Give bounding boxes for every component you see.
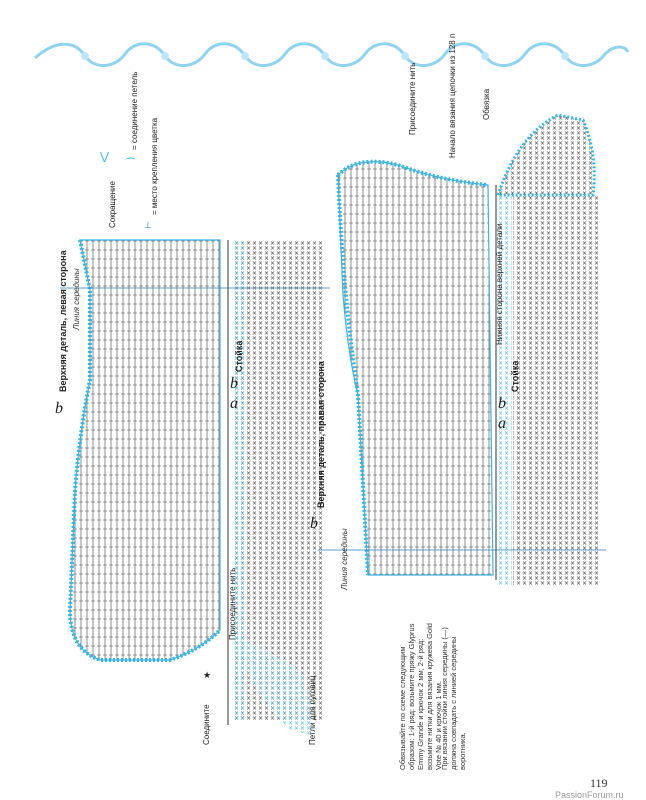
note-2: При вязании стойки линия середины (—) до… <box>440 627 467 770</box>
left-crochet-chart: × × <box>60 239 330 735</box>
left-letter-b: b <box>55 400 63 417</box>
loops-for-buttons: Петли для пуговиц <box>308 675 317 746</box>
right-upper-part-body <box>337 161 494 576</box>
right-crochet-chart: × × <box>318 113 606 585</box>
page-number: 119 <box>590 776 608 790</box>
decorative-border <box>33 42 630 67</box>
left-center-line-label: Линия середины <box>72 268 81 330</box>
right-letter-b-stand: b <box>498 395 506 412</box>
right-letter-b: b <box>310 515 318 532</box>
right-center-line-label: Линия середины <box>340 528 349 590</box>
right-part-title: Верхняя деталь, правая сторона <box>316 361 326 508</box>
right-upper-part-edge <box>336 159 489 576</box>
legend-flower-attach: = место крепления цветка <box>150 117 159 215</box>
right-stand-edge <box>498 195 512 585</box>
flower-attach-icon: ⊥ <box>144 220 152 230</box>
left-part-title: Верхняя деталь, левая сторона <box>58 250 68 392</box>
star-icon: ★ <box>203 670 212 680</box>
left-stand-edge <box>232 240 244 720</box>
left-buttonhole-region <box>230 630 312 735</box>
left-letter-a: a <box>230 395 238 412</box>
start-chain-label: Начало вязания цепочки из 128 п <box>448 33 457 158</box>
edging-label: Обвязка <box>482 88 491 120</box>
bottom-side-label: Нижняя сторона верхней детали <box>495 223 504 345</box>
right-edging-top <box>495 113 596 197</box>
left-stand-label: Стойка <box>234 340 244 372</box>
left-upper-part-edge <box>67 239 222 662</box>
right-stand-body <box>513 195 598 585</box>
left-attach-thread: Присоедините нить <box>228 567 237 640</box>
watermark: PassionForum.ru <box>555 790 624 800</box>
right-letter-a: a <box>498 415 506 432</box>
note-1: Обвязывайте по схеме следующим образом: … <box>398 623 443 770</box>
reduction-symbol-icon: ⋁ <box>100 151 110 163</box>
connect-label: Соедините <box>202 704 211 745</box>
left-letter-b-stand: b <box>230 375 238 392</box>
left-upper-part-body <box>69 239 221 661</box>
joining-loops-icon: ⁀ <box>126 159 135 171</box>
legend-reduction: Сокращение <box>108 181 117 228</box>
legend-joining-loops: = соединение петель <box>130 71 139 150</box>
right-stand-label: Стойка <box>510 360 520 392</box>
right-attach-thread: Присоедините нить <box>408 62 417 135</box>
